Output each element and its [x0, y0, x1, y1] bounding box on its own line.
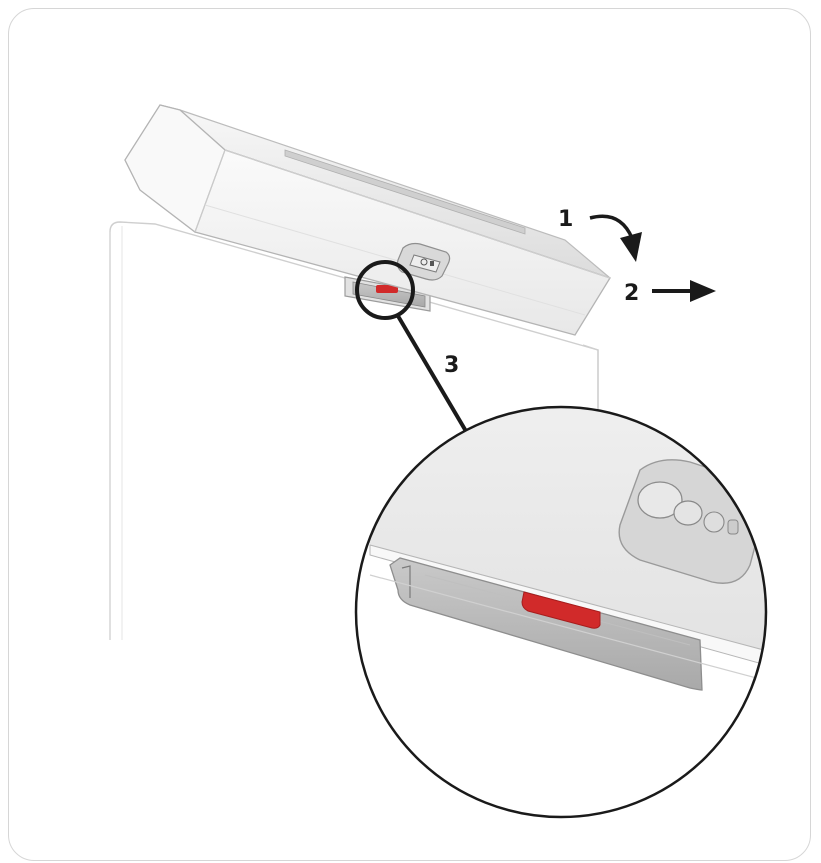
step-2-arrow [652, 280, 716, 302]
step-1-arrow [590, 216, 642, 262]
step-3-label: 3 [444, 353, 459, 378]
step-2-label: 2 [624, 281, 639, 306]
step-1-label: 1 [558, 207, 573, 232]
zoom-detail [340, 400, 820, 817]
